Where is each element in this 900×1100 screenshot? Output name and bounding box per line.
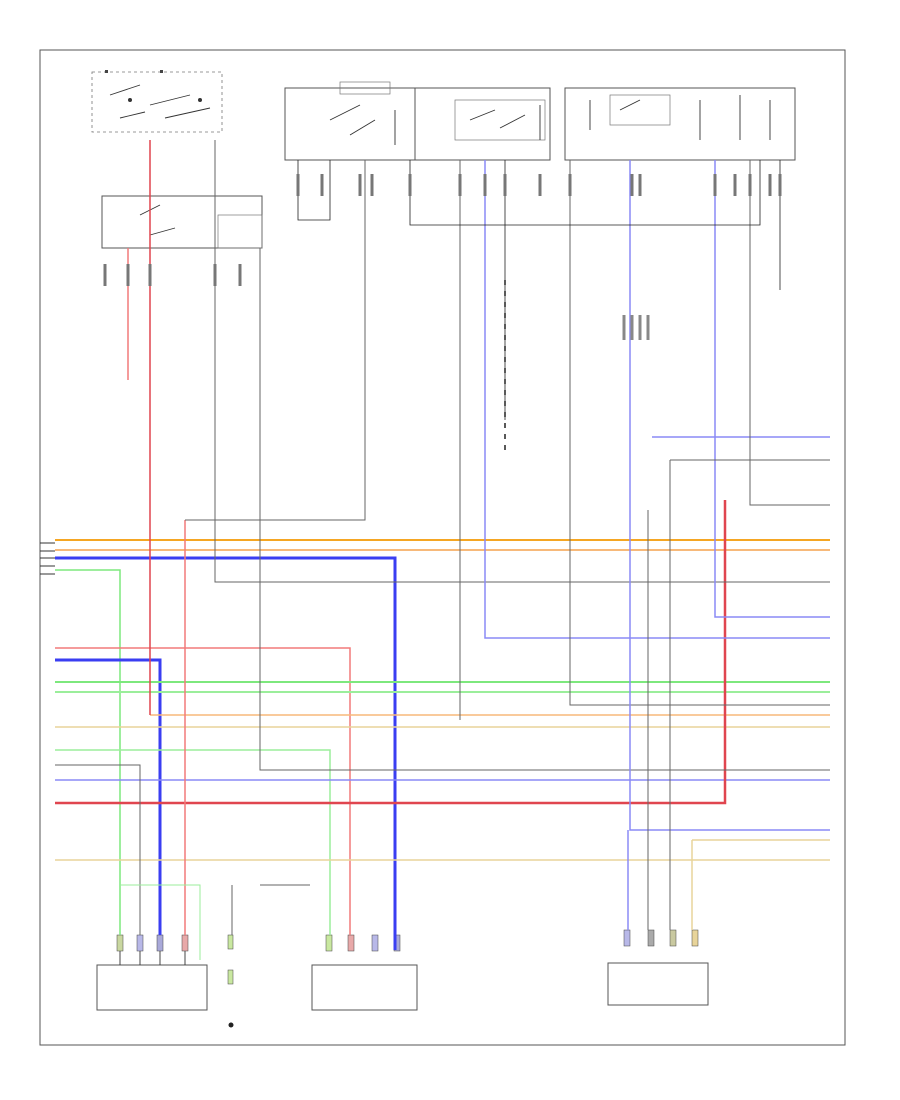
sensor-left: [96, 934, 208, 1011]
wire-light-blue-26: [629, 160, 830, 831]
wire-gray-21: [214, 248, 830, 583]
connector-pin-13: [733, 174, 737, 196]
connector-pin-16: [778, 174, 782, 196]
connector-pin-20: [213, 264, 217, 286]
left-bottom-label-lines: [40, 542, 55, 575]
wire-light-green-35: [120, 884, 201, 960]
sensor-center: [311, 934, 418, 1011]
wire-gray-34: [749, 160, 830, 506]
ignition-switch: [91, 70, 223, 133]
sensor-right: [607, 929, 709, 1006]
connector-pin-12: [713, 174, 717, 196]
control-module: [101, 195, 263, 249]
mid-connector-pin-3: [646, 315, 650, 340]
wire-red-4: [55, 647, 351, 935]
wire-light-blue-25: [714, 160, 830, 618]
relay-box-right: [564, 87, 796, 161]
wire-layer: [55, 140, 830, 960]
connector-pin-1: [320, 174, 324, 196]
connector-pin-3: [370, 174, 374, 196]
connector-pin-9: [568, 174, 572, 196]
mid-connector-pin-0: [622, 315, 626, 340]
connector-pin-7: [503, 174, 507, 196]
wire-gray-20: [185, 160, 366, 521]
diagram-border: [39, 49, 846, 1046]
wire-gray-18: [259, 248, 830, 771]
wire-blue-5: [55, 658, 162, 935]
connector-pin-18: [126, 264, 130, 286]
connector-pin-19: [148, 264, 152, 286]
connector-pin-10: [630, 174, 634, 196]
relay-box-mid: [414, 87, 551, 161]
connector-pin-4: [408, 174, 412, 196]
mid-connector-pin-1: [630, 315, 634, 340]
mid-connector-pin-2: [638, 315, 642, 340]
connector-pin-2: [358, 174, 362, 196]
wire-dark-red-12: [55, 500, 727, 805]
connector-pin-17: [103, 264, 107, 286]
connector-pin-5: [458, 174, 462, 196]
connector-pin-11: [638, 174, 642, 196]
wire-light-green-10: [55, 749, 331, 935]
wire-black-40: [297, 160, 331, 221]
connector-pin-15: [768, 174, 772, 196]
wire-gray-14: [55, 764, 141, 935]
connector-pin-0: [296, 174, 300, 196]
relay-box-left: [284, 81, 416, 161]
connector-pin-8: [538, 174, 542, 196]
wire-gray-24: [569, 160, 830, 706]
wire-black-41: [409, 160, 761, 226]
wire-blue-2: [55, 556, 397, 950]
ground-connector-center: [227, 934, 234, 1028]
wire-light-blue-22: [484, 160, 830, 639]
connector-pin-14: [748, 174, 752, 196]
wire-green-3: [55, 569, 121, 935]
connector-pin-6: [483, 174, 487, 196]
connector-pin-21: [238, 264, 242, 286]
